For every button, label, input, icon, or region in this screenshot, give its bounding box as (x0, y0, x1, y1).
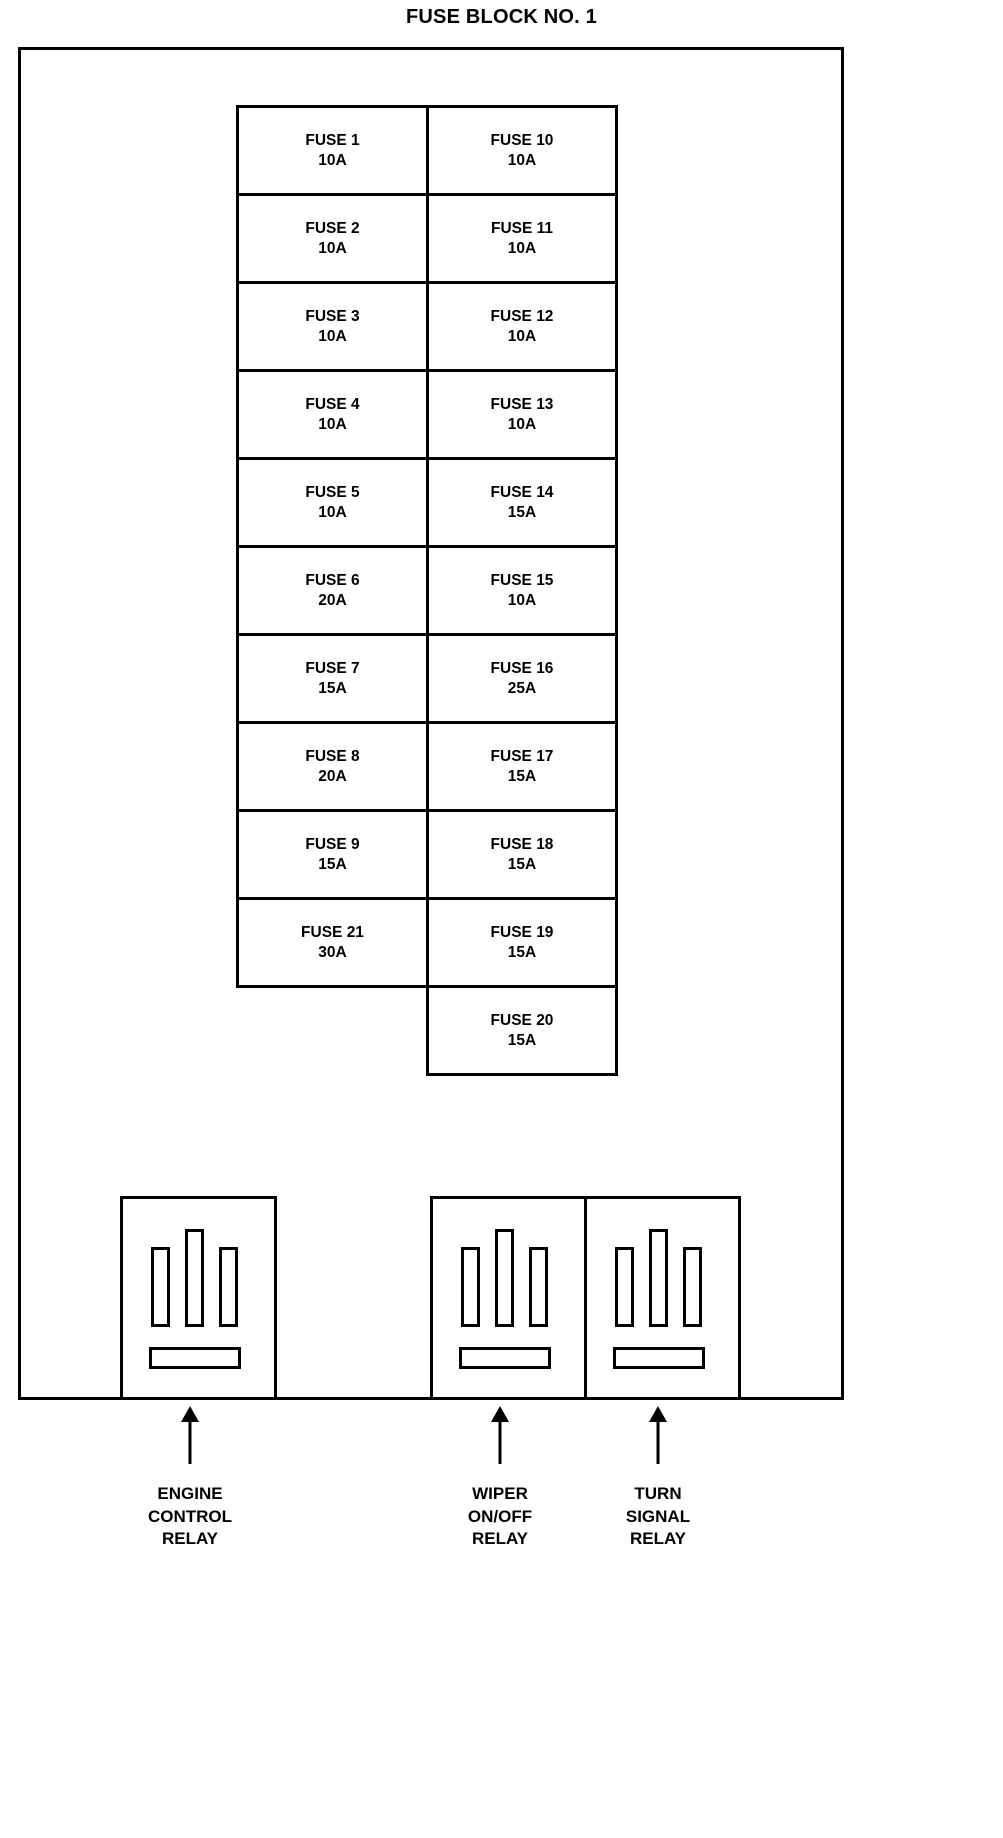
fuse-cell[interactable]: FUSE 21 30A (236, 897, 429, 988)
fuse-amperage: 15A (507, 503, 537, 521)
relay-blade-slot (649, 1229, 668, 1327)
relay-blade-slot (683, 1247, 702, 1327)
fuse-amperage: 10A (318, 151, 347, 169)
fuse-label: FUSE 12 (490, 307, 554, 325)
fuse-amperage: 10A (318, 415, 347, 433)
arrow-head-icon (491, 1406, 509, 1422)
fuse-label: FUSE 3 (305, 307, 360, 325)
fuse-cell[interactable]: FUSE 15 10A (426, 545, 618, 636)
arrow-head-icon (181, 1406, 199, 1422)
fuse-amperage: 25A (507, 679, 537, 697)
fuse-label: FUSE 14 (490, 483, 554, 501)
fuse-cell[interactable]: FUSE 1 10A (236, 105, 429, 196)
fuse-cell[interactable]: FUSE 4 10A (236, 369, 429, 460)
fuse-amperage: 15A (507, 767, 537, 785)
relay-blade-slot (151, 1247, 170, 1327)
fuse-label: FUSE 16 (490, 659, 554, 677)
fuse-cell[interactable]: FUSE 2 10A (236, 193, 429, 284)
arrow-shaft (188, 1420, 192, 1464)
fuse-amperage: 10A (507, 591, 537, 609)
fuse-cell[interactable]: FUSE 3 10A (236, 281, 429, 372)
fuse-cell[interactable]: FUSE 20 15A (426, 985, 618, 1076)
fuse-cell[interactable]: FUSE 17 15A (426, 721, 618, 812)
fuse-cell[interactable]: FUSE 16 25A (426, 633, 618, 724)
fuse-label: FUSE 18 (490, 835, 554, 853)
relay-wide-slot (613, 1347, 705, 1369)
fuse-label: FUSE 8 (305, 747, 360, 765)
fuse-label: FUSE 13 (490, 395, 554, 413)
fuse-label: FUSE 7 (305, 659, 360, 677)
fuse-amperage: 10A (318, 239, 347, 257)
fuse-label: FUSE 21 (301, 923, 364, 941)
fuse-amperage: 15A (507, 943, 537, 961)
fuse-cell[interactable]: FUSE 14 15A (426, 457, 618, 548)
fuse-label: FUSE 9 (305, 835, 360, 853)
arrow-shaft (656, 1420, 660, 1464)
arrow-head-icon (649, 1406, 667, 1422)
relay-wide-slot (459, 1347, 551, 1369)
fuse-label: FUSE 19 (490, 923, 554, 941)
relay-socket[interactable] (120, 1196, 277, 1400)
arrow-shaft (498, 1420, 502, 1464)
relay-blade-slot (461, 1247, 480, 1327)
fuse-label: FUSE 2 (305, 219, 360, 237)
fuse-label: FUSE 6 (305, 571, 360, 589)
fuse-amperage: 20A (318, 591, 347, 609)
relay-socket[interactable] (584, 1196, 741, 1400)
relay-blade-slot (185, 1229, 204, 1327)
fuse-amperage: 10A (507, 151, 537, 169)
fuse-amperage: 15A (507, 1031, 537, 1049)
relay-blade-slot (495, 1229, 514, 1327)
fuse-cell[interactable]: FUSE 13 10A (426, 369, 618, 460)
fuse-label: FUSE 5 (305, 483, 360, 501)
fuse-amperage: 30A (318, 943, 347, 961)
fuse-label: FUSE 1 (305, 131, 360, 149)
fuse-amperage: 15A (507, 855, 537, 873)
relay-label: TURN SIGNAL RELAY (625, 1484, 691, 1549)
fuse-cell[interactable]: FUSE 9 15A (236, 809, 429, 900)
fuse-cell[interactable]: FUSE 5 10A (236, 457, 429, 548)
fuse-label: FUSE 11 (490, 219, 554, 237)
relay-socket[interactable] (430, 1196, 587, 1400)
fuse-label: FUSE 17 (490, 747, 554, 765)
relay-blade-slot (219, 1247, 238, 1327)
fuse-label: FUSE 10 (490, 131, 554, 149)
fuse-amperage: 10A (318, 503, 347, 521)
relay-blade-slot (615, 1247, 634, 1327)
fuse-cell[interactable]: FUSE 6 20A (236, 545, 429, 636)
fuse-amperage: 15A (318, 855, 347, 873)
fuse-amperage: 10A (507, 327, 537, 345)
fuse-label: FUSE 15 (490, 571, 554, 589)
fuse-label: FUSE 4 (305, 395, 360, 413)
relay-blade-slot (529, 1247, 548, 1327)
fuse-cell[interactable]: FUSE 18 15A (426, 809, 618, 900)
fuse-cell[interactable]: FUSE 11 10A (426, 193, 618, 284)
relay-wide-slot (149, 1347, 241, 1369)
fuse-amperage: 10A (507, 239, 537, 257)
fuse-cell[interactable]: FUSE 10 10A (426, 105, 618, 196)
fuse-label: FUSE 20 (490, 1011, 554, 1029)
relay-label: ENGINE CONTROL RELAY (147, 1484, 233, 1549)
relay-callout-arrow (490, 1406, 510, 1466)
page-title: FUSE BLOCK NO. 1 (406, 6, 597, 28)
fuse-cell[interactable]: FUSE 12 10A (426, 281, 618, 372)
fuse-cell[interactable]: FUSE 8 20A (236, 721, 429, 812)
fuse-cell[interactable]: FUSE 19 15A (426, 897, 618, 988)
fuse-column-right: FUSE 10 10A FUSE 11 10A FUSE 12 10A FUSE 13 10A… (426, 105, 618, 1076)
relay-callout-arrow (648, 1406, 668, 1466)
fuse-amperage: 15A (318, 679, 347, 697)
fuse-amperage: 10A (507, 415, 537, 433)
relay-label: WIPER ON/OFF RELAY (467, 1484, 533, 1549)
fuse-amperage: 10A (318, 327, 347, 345)
fuse-cell[interactable]: FUSE 7 15A (236, 633, 429, 724)
relay-callout-arrow (180, 1406, 200, 1466)
fuse-amperage: 20A (318, 767, 347, 785)
